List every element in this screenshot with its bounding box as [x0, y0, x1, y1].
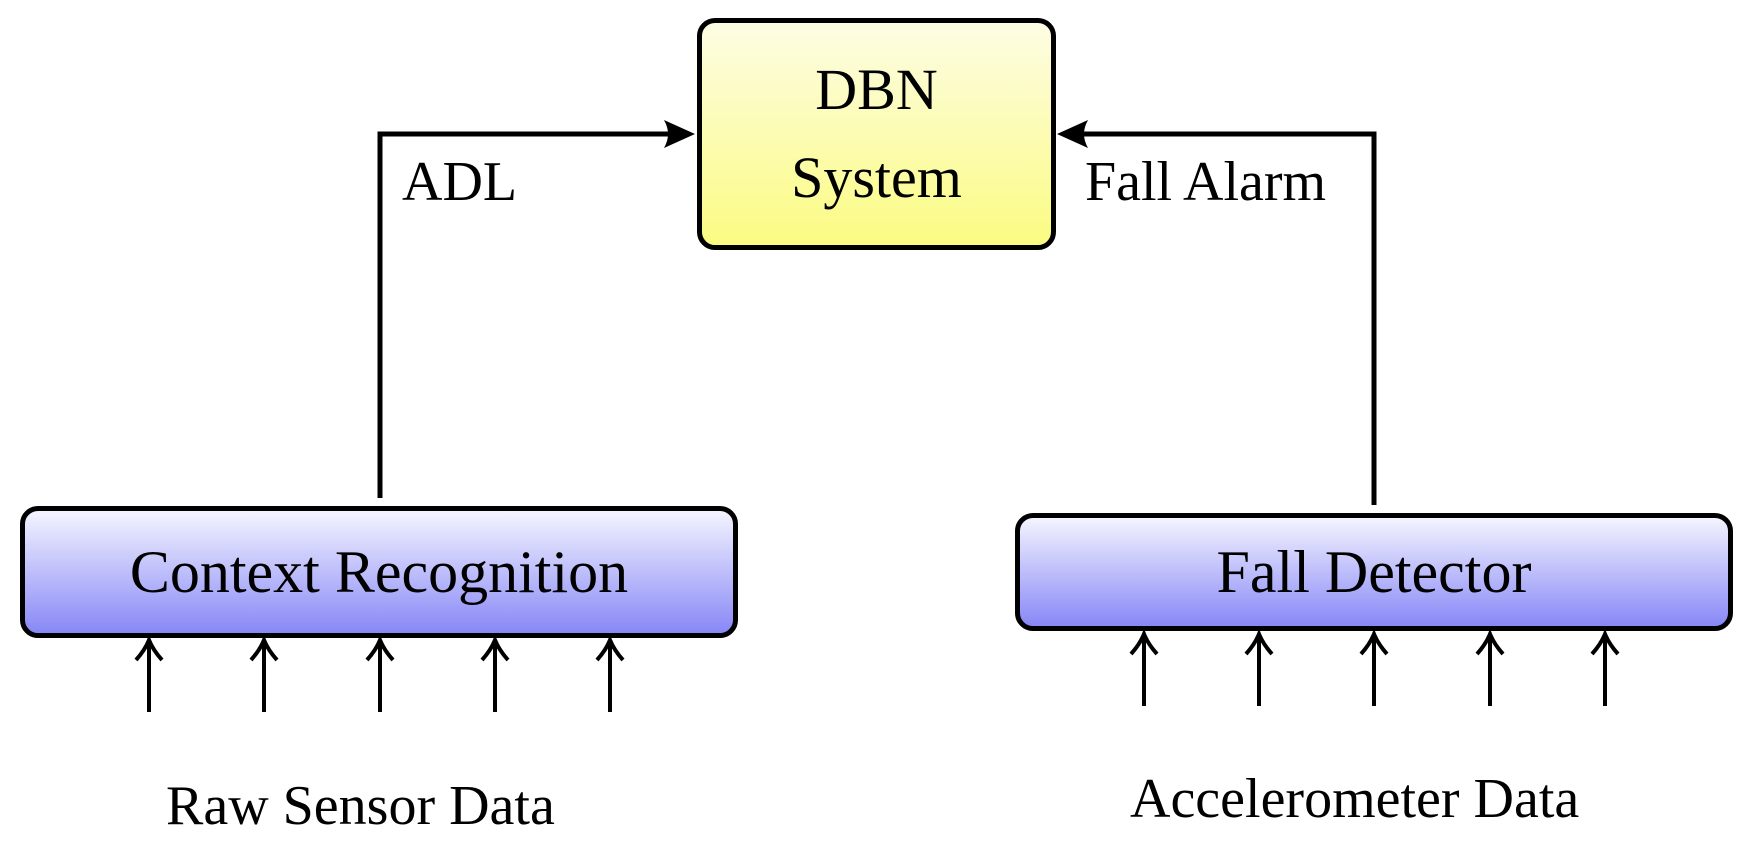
- adl-label: ADL: [402, 151, 518, 213]
- context-recognition-node: Context Recognition: [20, 506, 738, 638]
- context-recognition-label: Context Recognition: [129, 539, 629, 605]
- raw-sensor-arrow: [480, 634, 510, 712]
- fall-alarm-arrowhead: [1057, 120, 1088, 148]
- raw-sensor-arrow: [365, 634, 395, 712]
- raw-sensor-input-arrows: [134, 634, 625, 712]
- accelerometer-arrow: [1475, 628, 1505, 706]
- accelerometer-arrow: [1359, 628, 1389, 706]
- dbn-system-node: DBN System: [697, 18, 1056, 250]
- accelerometer-arrow: [1129, 628, 1159, 706]
- fall-alarm-label: Fall Alarm: [1085, 151, 1327, 213]
- fall-detector-node: Fall Detector: [1015, 513, 1733, 631]
- raw-sensor-arrow: [134, 634, 164, 712]
- raw-sensor-data-label: Raw Sensor Data: [166, 775, 555, 837]
- accelerometer-input-arrows: [1129, 628, 1620, 706]
- adl-arrowhead: [664, 120, 695, 148]
- raw-sensor-arrow: [595, 634, 625, 712]
- dbn-system-label: DBN System: [791, 57, 962, 210]
- fall-detector-label: Fall Detector: [1216, 539, 1532, 605]
- accelerometer-arrow: [1590, 628, 1620, 706]
- accelerometer-arrow: [1244, 628, 1274, 706]
- raw-sensor-arrow: [249, 634, 279, 712]
- accelerometer-data-label: Accelerometer Data: [1130, 768, 1580, 830]
